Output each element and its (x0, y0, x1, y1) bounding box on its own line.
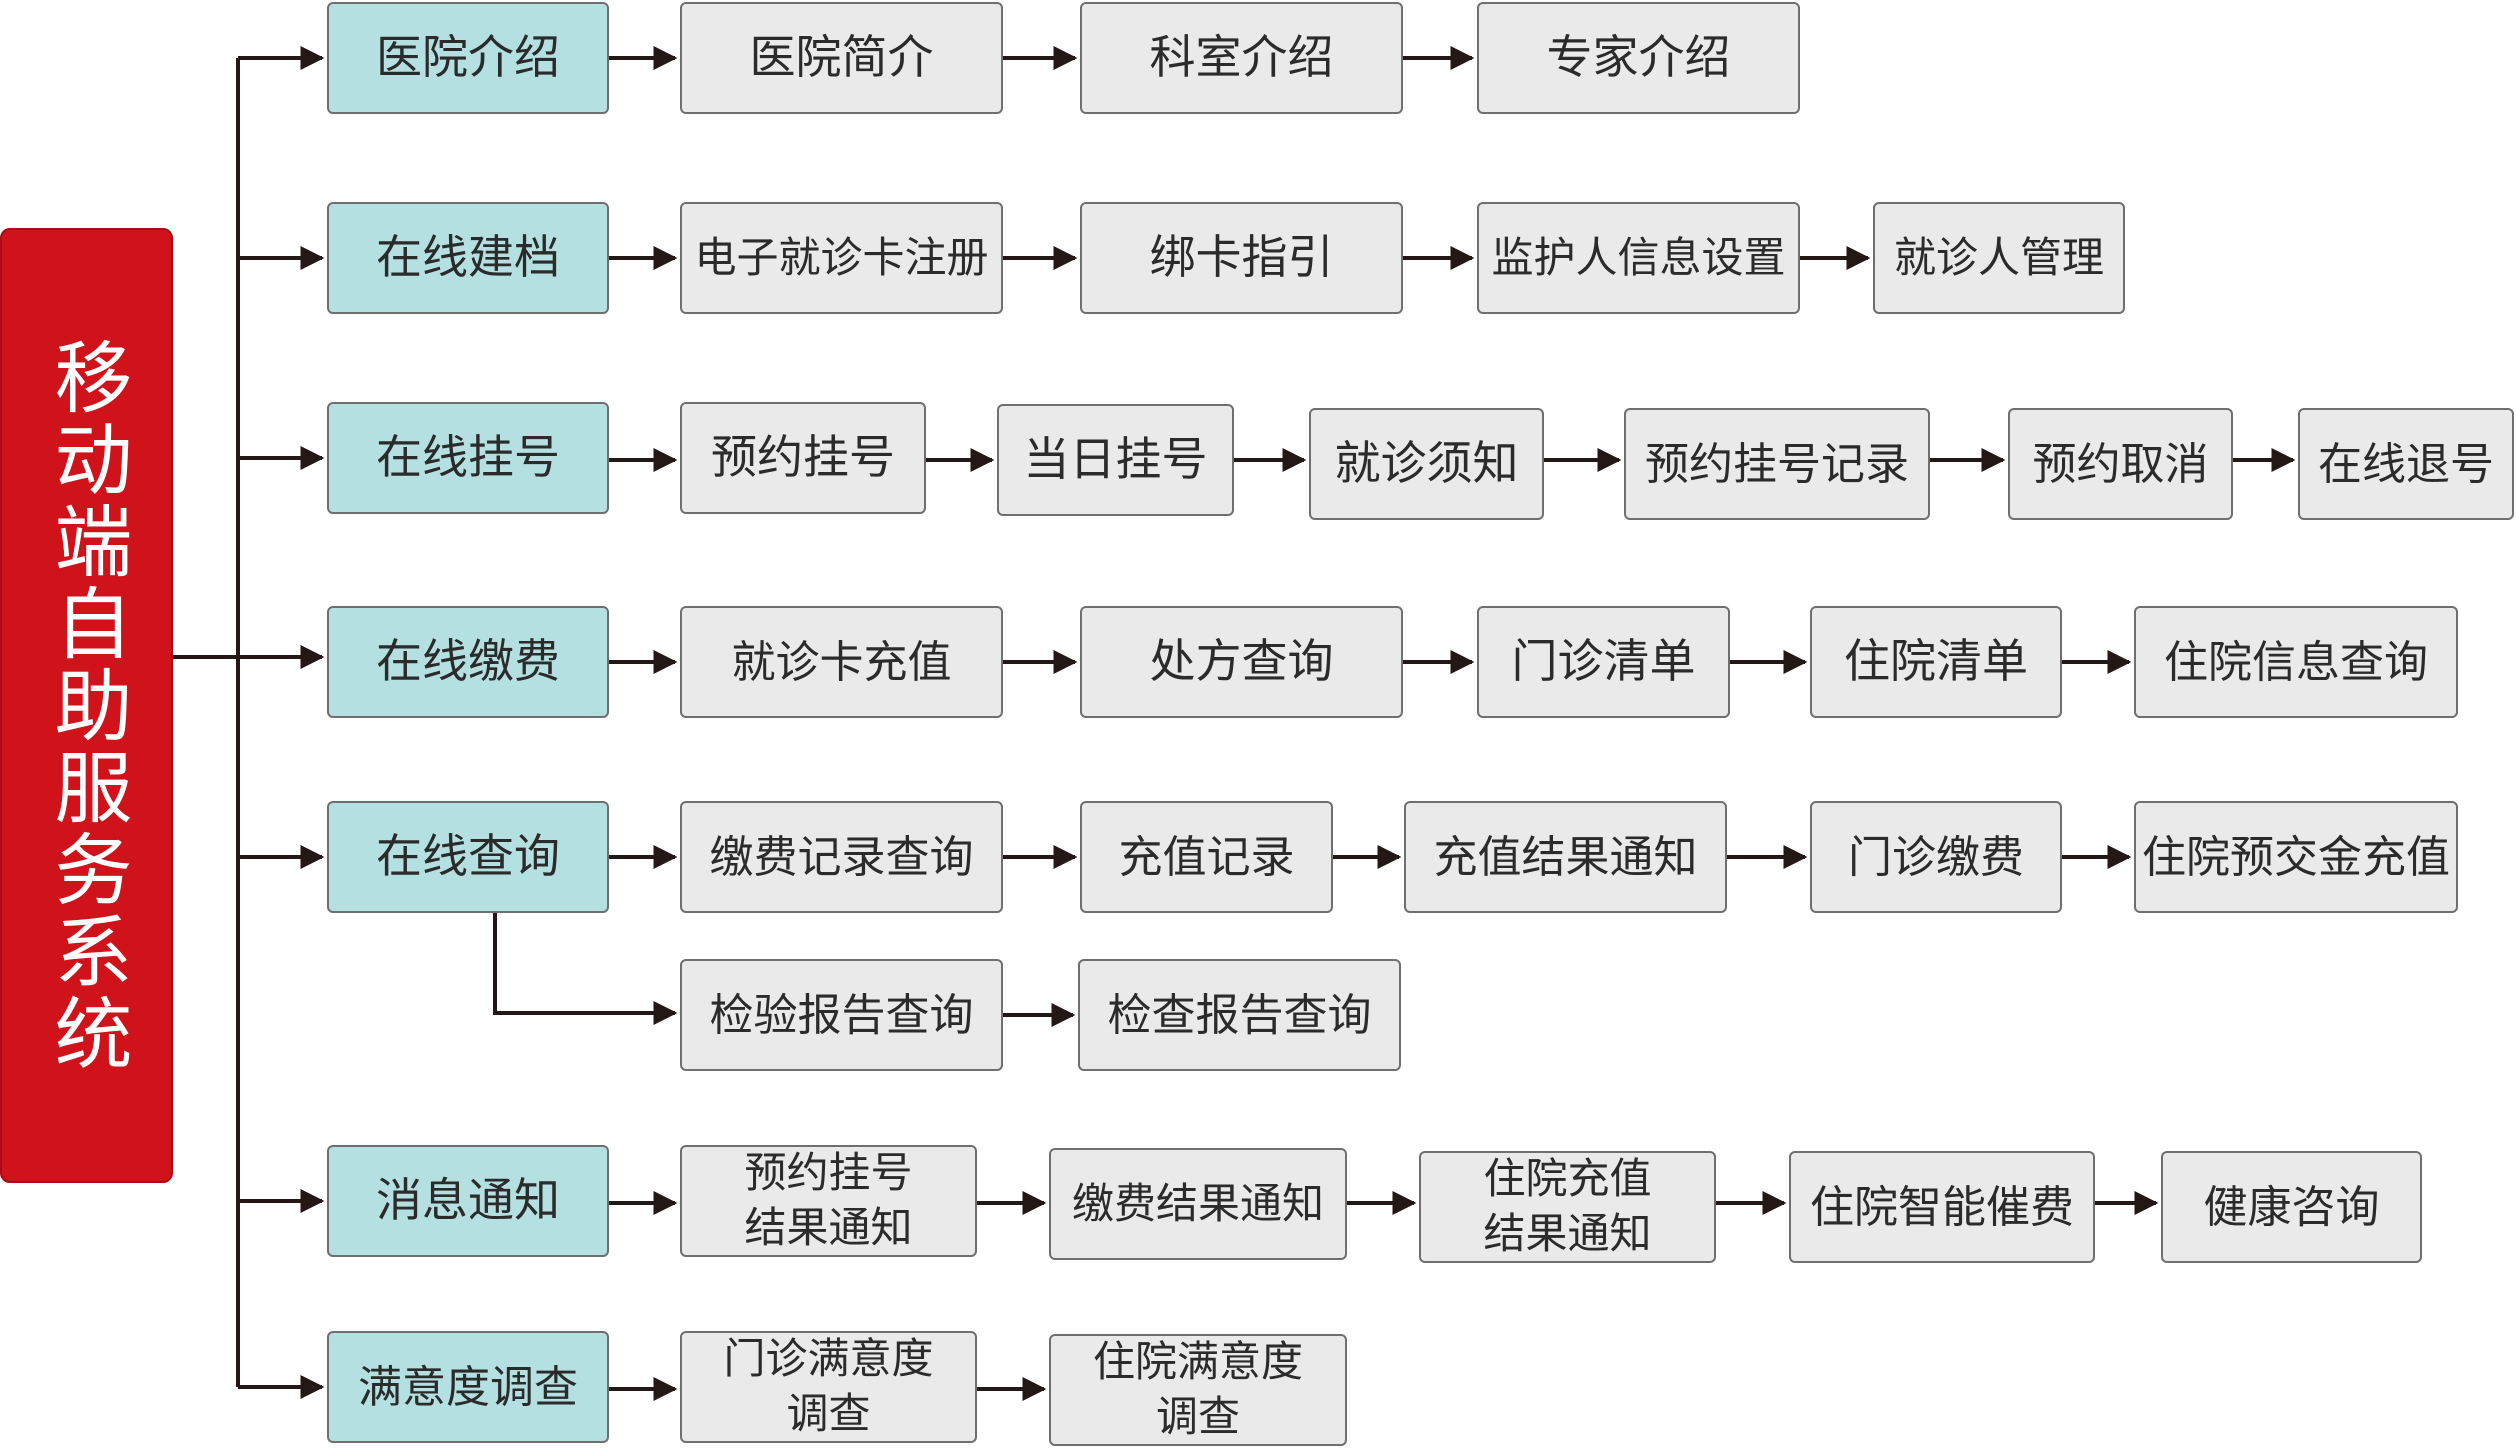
item-inpatient-info-query: 住院信息查询 (2134, 606, 2458, 718)
item-inpatient-topup-notice: 住院充值 结果通知 (1419, 1151, 1716, 1263)
item-topup-result-notice: 充值结果通知 (1404, 801, 1727, 913)
item-online-refund: 在线退号 (2298, 408, 2514, 520)
item-same-day-appointment: 当日挂号 (997, 404, 1234, 516)
category-online-query: 在线查询 (327, 801, 609, 913)
category-message-notice: 消息通知 (327, 1145, 609, 1257)
category-online-appointment: 在线挂号 (327, 402, 609, 514)
sub-branch-arrow (493, 913, 678, 1025)
category-hospital-intro: 医院介绍 (327, 2, 609, 114)
category-online-registration: 在线建档 (327, 202, 609, 314)
item-outpatient-payment: 门诊缴费 (1810, 801, 2062, 913)
item-cancel-appointment: 预约取消 (2008, 408, 2233, 520)
item-card-binding-guide: 绑卡指引 (1080, 202, 1403, 314)
root-node: 移动端自助服务系统 (0, 228, 173, 1183)
item-payment-result-notice: 缴费结果通知 (1049, 1148, 1347, 1260)
item-card-topup: 就诊卡充值 (680, 606, 1003, 718)
category-satisfaction-survey: 满意度调查 (327, 1331, 609, 1443)
item-expert-intro: 专家介绍 (1477, 2, 1800, 114)
item-prescription-query: 处方查询 (1080, 606, 1403, 718)
item-outpatient-bill: 门诊清单 (1477, 606, 1730, 718)
item-inpatient-deposit-topup: 住院预交金充值 (2134, 801, 2458, 913)
item-inpatient-survey: 住院满意度 调查 (1049, 1334, 1347, 1446)
item-lab-report-query: 检验报告查询 (680, 959, 1003, 1071)
item-guardian-settings: 监护人信息设置 (1477, 202, 1800, 314)
item-book-appointment: 预约挂号 (680, 402, 926, 514)
item-ecard-register: 电子就诊卡注册 (680, 202, 1003, 314)
item-health-consultation: 健康咨询 (2161, 1151, 2422, 1263)
item-appointment-result-notice: 预约挂号 结果通知 (680, 1145, 977, 1257)
item-outpatient-survey: 门诊满意度 调查 (680, 1331, 977, 1443)
item-inpatient-payment-reminder: 住院智能催费 (1789, 1151, 2095, 1263)
item-appointment-records: 预约挂号记录 (1624, 408, 1930, 520)
item-inpatient-bill: 住院清单 (1810, 606, 2062, 718)
item-patient-management: 就诊人管理 (1873, 202, 2125, 314)
item-payment-record-query: 缴费记录查询 (680, 801, 1003, 913)
item-department-intro: 科室介绍 (1080, 2, 1403, 114)
item-topup-records: 充值记录 (1080, 801, 1333, 913)
root-label: 移动端自助服务系统 (41, 336, 132, 1075)
item-exam-report-query: 检查报告查询 (1078, 959, 1401, 1071)
item-visit-notice: 就诊须知 (1309, 408, 1544, 520)
category-online-payment: 在线缴费 (327, 606, 609, 718)
item-hospital-profile: 医院简介 (680, 2, 1003, 114)
